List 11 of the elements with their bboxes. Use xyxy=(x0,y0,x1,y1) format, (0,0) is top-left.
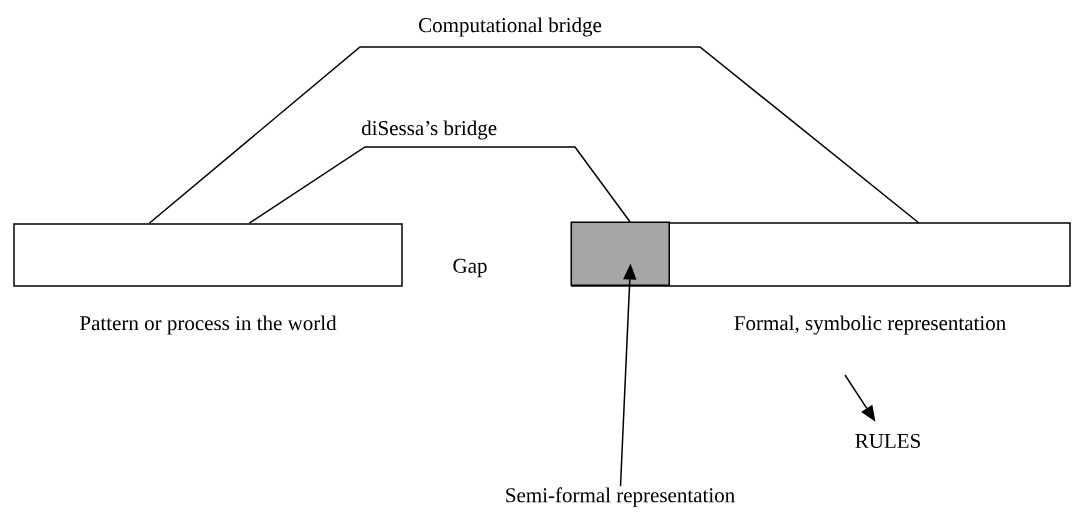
bar-box xyxy=(13,223,403,287)
node-label: Pattern or process in the world xyxy=(80,315,337,335)
text-label: RULES xyxy=(855,433,920,449)
bridge-line xyxy=(248,146,632,224)
shaded-box xyxy=(570,221,670,286)
node-label: Formal, symbolic representation xyxy=(734,315,1006,335)
text-label: Gap xyxy=(453,258,487,278)
bridge-line xyxy=(148,46,920,224)
text-label: Semi-formal representation xyxy=(506,487,735,507)
edge-label: Computational bridge xyxy=(419,17,602,37)
edge-label: diSessa’s bridge xyxy=(361,120,497,140)
